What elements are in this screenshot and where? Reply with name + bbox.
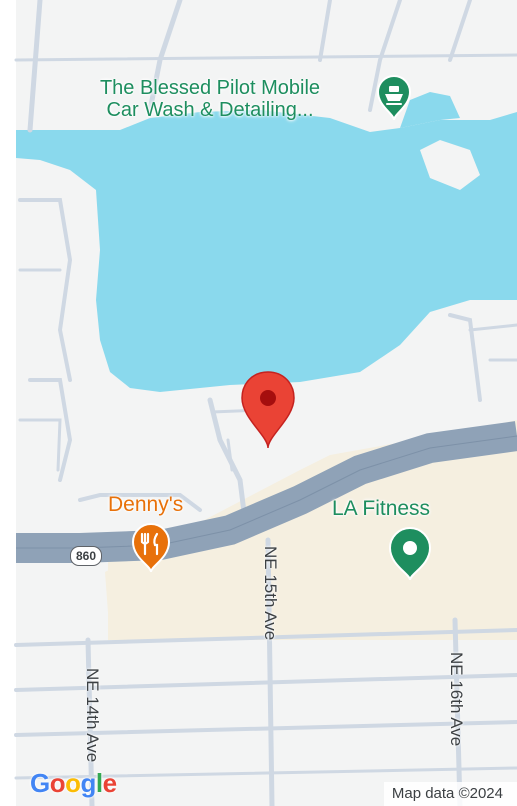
commercial-zone-lower — [108, 560, 517, 640]
marina-inlet-2 — [420, 140, 480, 190]
la-fitness-label[interactable]: LA Fitness — [332, 497, 431, 520]
local-roads — [14, 0, 517, 806]
la-fitness-pin[interactable] — [388, 527, 432, 581]
boat-icon — [385, 86, 403, 105]
street-label-ne-15th: NE 15th Ave — [261, 546, 280, 641]
car-wash-label[interactable]: The Blessed Pilot Mobile Car Wash & Deta… — [38, 77, 382, 121]
google-logo-letter-g1: G — [30, 768, 50, 798]
map-edge — [0, 0, 16, 806]
map-data-attribution[interactable]: Map data ©2024 — [383, 782, 517, 806]
dennys-label[interactable]: Denny's — [108, 493, 184, 516]
google-logo-letter-g2: g — [80, 768, 97, 798]
place-dot-icon — [403, 541, 417, 555]
street-label-ne-16th: NE 16th Ave — [447, 652, 466, 747]
marker-center-dot — [260, 390, 276, 406]
map-pin-icon — [241, 371, 295, 449]
car-wash-label-line2: Car Wash & Detailing... — [106, 99, 314, 121]
selected-location-marker[interactable] — [241, 371, 295, 449]
google-logo-letter-o2: o — [65, 768, 81, 798]
dennys-pin[interactable] — [131, 523, 171, 573]
google-logo-letter-o1: o — [49, 768, 66, 798]
google-logo[interactable]: Google — [30, 768, 117, 799]
car-wash-label-line1: The Blessed Pilot Mobile — [99, 77, 321, 99]
lake — [16, 110, 517, 392]
street-label-ne-14th: NE 14th Ave — [83, 668, 102, 763]
car-wash-pin[interactable] — [376, 75, 412, 121]
highway-shield: 860 — [70, 546, 102, 566]
google-logo-letter-l: l — [95, 768, 103, 798]
google-logo-letter-e: e — [102, 768, 117, 798]
restaurant-icon — [140, 532, 159, 556]
marina-inlet — [400, 92, 460, 128]
